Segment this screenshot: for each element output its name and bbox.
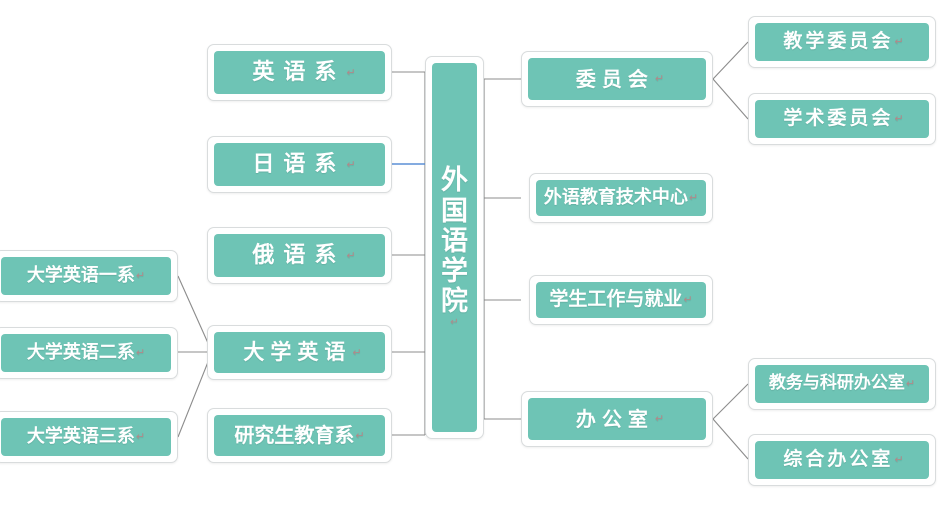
node-plate: 外国语学院 ↵	[432, 63, 477, 432]
pilcrow-mark: ↵	[352, 345, 362, 359]
pilcrow-mark: ↵	[683, 293, 693, 307]
node-label: 外国语学院	[441, 166, 468, 317]
node-plate: 大学英语三系 ↵	[1, 418, 171, 456]
node-dept-japanese[interactable]: 日语系 ↵	[207, 136, 392, 193]
pilcrow-mark: ↵	[450, 317, 459, 329]
node-plate: 俄语系 ↵	[214, 234, 385, 277]
pilcrow-mark: ↵	[894, 453, 904, 467]
node-label: 大学英语三系	[26, 425, 135, 447]
pilcrow-mark: ↵	[905, 377, 916, 391]
pilcrow-mark: ↵	[355, 428, 365, 442]
node-college-english-1[interactable]: 大学英语一系 ↵	[0, 250, 178, 302]
node-dept-russian[interactable]: 俄语系 ↵	[207, 227, 392, 284]
node-unit-student-affairs[interactable]: 学生工作与就业 ↵	[529, 275, 713, 325]
pilcrow-mark: ↵	[688, 191, 699, 205]
node-label: 委员会	[575, 66, 654, 91]
connector-office-academic-research	[712, 383, 749, 420]
node-plate: 教学委员会 ↵	[755, 23, 929, 61]
pilcrow-mark: ↵	[894, 112, 904, 126]
node-unit-committee[interactable]: 委员会 ↵	[521, 51, 713, 107]
node-office-general[interactable]: 综合办公室 ↵	[748, 434, 936, 486]
node-plate: 外语教育技术中心 ↵	[536, 180, 706, 216]
node-plate: 研究生教育系 ↵	[214, 415, 385, 456]
node-plate: 大学英语二系 ↵	[1, 334, 171, 372]
node-plate: 办公室 ↵	[528, 398, 706, 440]
node-plate: 学生工作与就业 ↵	[536, 282, 706, 318]
node-label: 大学英语	[243, 340, 352, 365]
node-dept-graduate-education[interactable]: 研究生教育系 ↵	[207, 408, 392, 463]
connector-committee-academic	[712, 78, 749, 120]
node-plate: 大学英语一系 ↵	[1, 257, 171, 295]
pilcrow-mark: ↵	[654, 412, 665, 426]
node-label-char: 外	[441, 165, 468, 197]
node-dept-english[interactable]: 英语系 ↵	[207, 44, 392, 101]
node-plate: 大学英语 ↵	[214, 332, 385, 373]
node-label: 教学委员会	[783, 30, 894, 53]
node-label: 大学英语一系	[26, 264, 135, 286]
node-plate: 教务与科研办公室 ↵	[755, 365, 929, 403]
node-office-academic-research[interactable]: 教务与科研办公室 ↵	[748, 358, 936, 410]
node-plate: 英语系 ↵	[214, 51, 385, 94]
connector-office-general	[712, 418, 749, 460]
node-college-english-2[interactable]: 大学英语二系 ↵	[0, 327, 178, 379]
pilcrow-mark: ↵	[654, 72, 665, 86]
node-plate: 学术委员会 ↵	[755, 100, 929, 138]
node-plate: 委员会 ↵	[528, 58, 706, 100]
pilcrow-mark: ↵	[346, 248, 356, 262]
node-label: 综合办公室	[783, 448, 894, 471]
connector-committee-teaching	[712, 41, 749, 80]
node-unit-tech-center[interactable]: 外语教育技术中心 ↵	[529, 173, 713, 223]
node-school-of-foreign-languages[interactable]: 外国语学院 ↵	[425, 56, 484, 439]
node-label: 外语教育技术中心	[543, 186, 688, 208]
pilcrow-mark: ↵	[346, 157, 356, 171]
pilcrow-mark: ↵	[346, 65, 356, 79]
node-dept-college-english[interactable]: 大学英语 ↵	[207, 325, 392, 380]
node-label: 办公室	[575, 406, 654, 431]
node-label-char: 学	[441, 256, 468, 288]
node-plate: 日语系 ↵	[214, 143, 385, 186]
node-label-char: 语	[441, 225, 468, 257]
pilcrow-mark: ↵	[135, 346, 146, 360]
pilcrow-mark: ↵	[894, 35, 904, 49]
node-label: 教务与科研办公室	[768, 373, 905, 394]
node-label: 学生工作与就业	[549, 288, 683, 311]
node-college-english-3[interactable]: 大学英语三系 ↵	[0, 411, 178, 463]
node-committee-teaching[interactable]: 教学委员会 ↵	[748, 16, 936, 68]
pilcrow-mark: ↵	[135, 430, 146, 444]
node-label: 英语系	[252, 59, 346, 85]
node-plate: 综合办公室 ↵	[755, 441, 929, 479]
pilcrow-mark: ↵	[135, 269, 146, 283]
node-label: 俄语系	[252, 242, 346, 268]
node-unit-office[interactable]: 办公室 ↵	[521, 391, 713, 447]
node-label: 研究生教育系	[234, 423, 355, 447]
node-label: 日语系	[252, 151, 346, 177]
node-label: 大学英语二系	[26, 341, 135, 363]
node-committee-academic[interactable]: 学术委员会 ↵	[748, 93, 936, 145]
node-label: 学术委员会	[783, 107, 894, 130]
node-label-char: 院	[441, 286, 468, 318]
node-label-char: 国	[441, 195, 468, 227]
